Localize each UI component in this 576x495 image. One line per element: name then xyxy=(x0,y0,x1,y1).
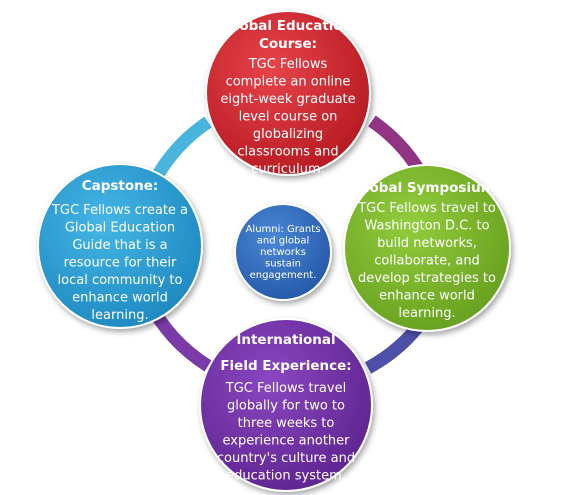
center-node-body-line: networks xyxy=(260,247,306,258)
right-node-title-line: Global Symposium: xyxy=(354,180,500,196)
top-node-body-line: level course on xyxy=(239,110,338,125)
bottom-node-body-line: country's culture and xyxy=(217,451,355,466)
bottom-node-body: TGC Fellows travel globally for two to thr… xyxy=(217,381,355,484)
top-node-body-line: eight-week graduate xyxy=(220,92,355,107)
right-node-body-line: enhance world xyxy=(379,289,475,304)
left-node-body-line: learning. xyxy=(91,308,148,323)
bottom-node-body-line: three weeks to xyxy=(238,416,335,431)
right-node-title: Global Symposium: xyxy=(354,180,500,196)
right-node-body-line: learning. xyxy=(398,306,455,321)
right-node-body: TGC Fellows travel to Washington D.C. to b… xyxy=(357,201,496,321)
node-left-circle xyxy=(37,163,203,329)
top-node-body: TGC Fellows complete an online eight-week … xyxy=(220,57,355,177)
left-node-title-line: Capstone: xyxy=(82,178,159,194)
top-node-title-line: Global Education xyxy=(224,18,353,34)
right-node-body-line: collaborate, and xyxy=(374,254,480,269)
bottom-node-body-line: experience another xyxy=(222,434,350,449)
top-node-body-line: classrooms and xyxy=(237,145,338,160)
node-bottom-circle xyxy=(199,318,373,492)
top-node-body-line: curriculum. xyxy=(251,162,325,177)
center-node-body-line: Alumni: Grants xyxy=(246,224,321,235)
top-node-body-line: TGC Fellows xyxy=(248,57,328,72)
left-node-body-line: TGC Fellows create a xyxy=(51,203,188,218)
top-node-body-line: globalizing xyxy=(253,127,323,142)
center-node-body-line: sustain xyxy=(265,259,301,270)
right-node-body-line: build networks, xyxy=(377,236,477,251)
node-center-circle xyxy=(234,203,332,301)
left-node-body-line: Global Education xyxy=(65,221,175,236)
right-node-body-line: TGC Fellows travel to xyxy=(357,201,496,216)
left-node-body-line: Guide that is a xyxy=(72,238,167,253)
center-node-body-line: and global xyxy=(257,236,310,247)
bottom-node-title-line: Field Experience: xyxy=(220,358,351,374)
center-node-body-line: engagement. xyxy=(250,270,317,281)
node-right-circle xyxy=(343,164,511,332)
bottom-node-body-line: education system. xyxy=(226,469,346,484)
right-node-body-line: develop strategies to xyxy=(358,271,496,286)
left-node-title: Capstone: xyxy=(82,178,159,194)
node-top-circle xyxy=(205,10,371,176)
top-node-body-line: complete an online xyxy=(226,75,351,90)
left-node-body-line: enhance world xyxy=(72,291,168,306)
top-node-title-line: Course: xyxy=(259,36,317,52)
bottom-node-body-line: globally for two to xyxy=(227,399,345,414)
bottom-node-body-line: TGC Fellows travel xyxy=(225,381,346,396)
right-node-body-line: Washington D.C. to xyxy=(364,219,489,234)
left-node-body-line: resource for their xyxy=(64,256,177,271)
bottom-node-title-line: International xyxy=(236,332,335,348)
arc-left-top xyxy=(149,116,212,184)
left-node-body-line: local community to xyxy=(58,273,183,288)
